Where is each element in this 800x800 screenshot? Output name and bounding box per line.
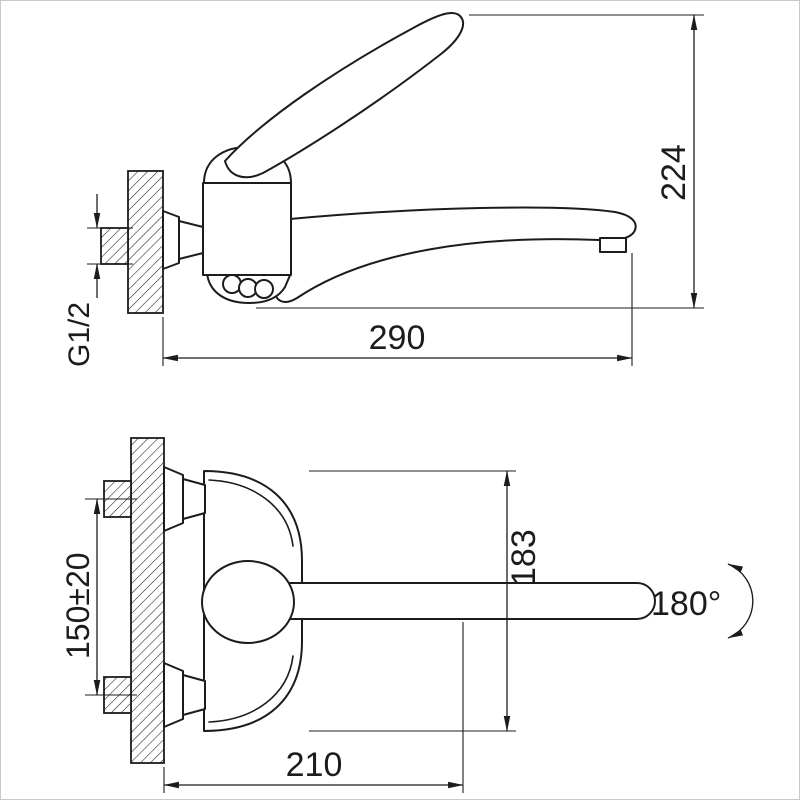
mount-spacing-label: 150±20 [60,552,96,659]
plan-view: 183 150±20 210 180° [60,437,754,793]
union-nut-bottom [182,674,206,716]
dimension-mount-spacing: 150±20 [60,498,137,696]
body-length-label: 183 [505,529,543,586]
thread-label: G1/2 [63,302,96,367]
joint-ball [254,279,274,299]
lever-knob [201,560,295,644]
dimension-reach: 290 [162,253,633,366]
dimension-plan-reach: 210 [163,622,464,793]
supply-pipe-side [100,227,129,265]
aerator [599,237,627,253]
reach-label: 290 [369,319,426,357]
body-contour-bottom [208,655,294,723]
wall-plate-side [127,170,164,314]
lever-handle-side [224,12,465,179]
body-contour-top [208,479,294,547]
plan-reach-label: 210 [286,746,343,784]
union-nut-side [178,220,204,260]
spout-side [274,206,637,303]
side-view: 224 290 G1/2 [63,12,704,367]
wall-plate-plan [130,437,165,764]
dimension-height: 224 [256,14,704,309]
dimension-body-length: 183 [309,470,543,732]
lever-handle-plan [262,582,656,620]
union-cone-side [162,210,180,270]
swivel-annotation: 180° [651,563,754,639]
swivel-angle-label: 180° [651,585,721,623]
swivel-arrow [727,563,754,639]
dimension-thread: G1/2 [63,194,133,367]
union-cone-top [163,466,184,532]
height-label: 224 [655,144,693,201]
faucet-body-side [202,182,292,276]
union-nut-top [182,478,206,520]
union-cone-bottom [163,662,184,728]
